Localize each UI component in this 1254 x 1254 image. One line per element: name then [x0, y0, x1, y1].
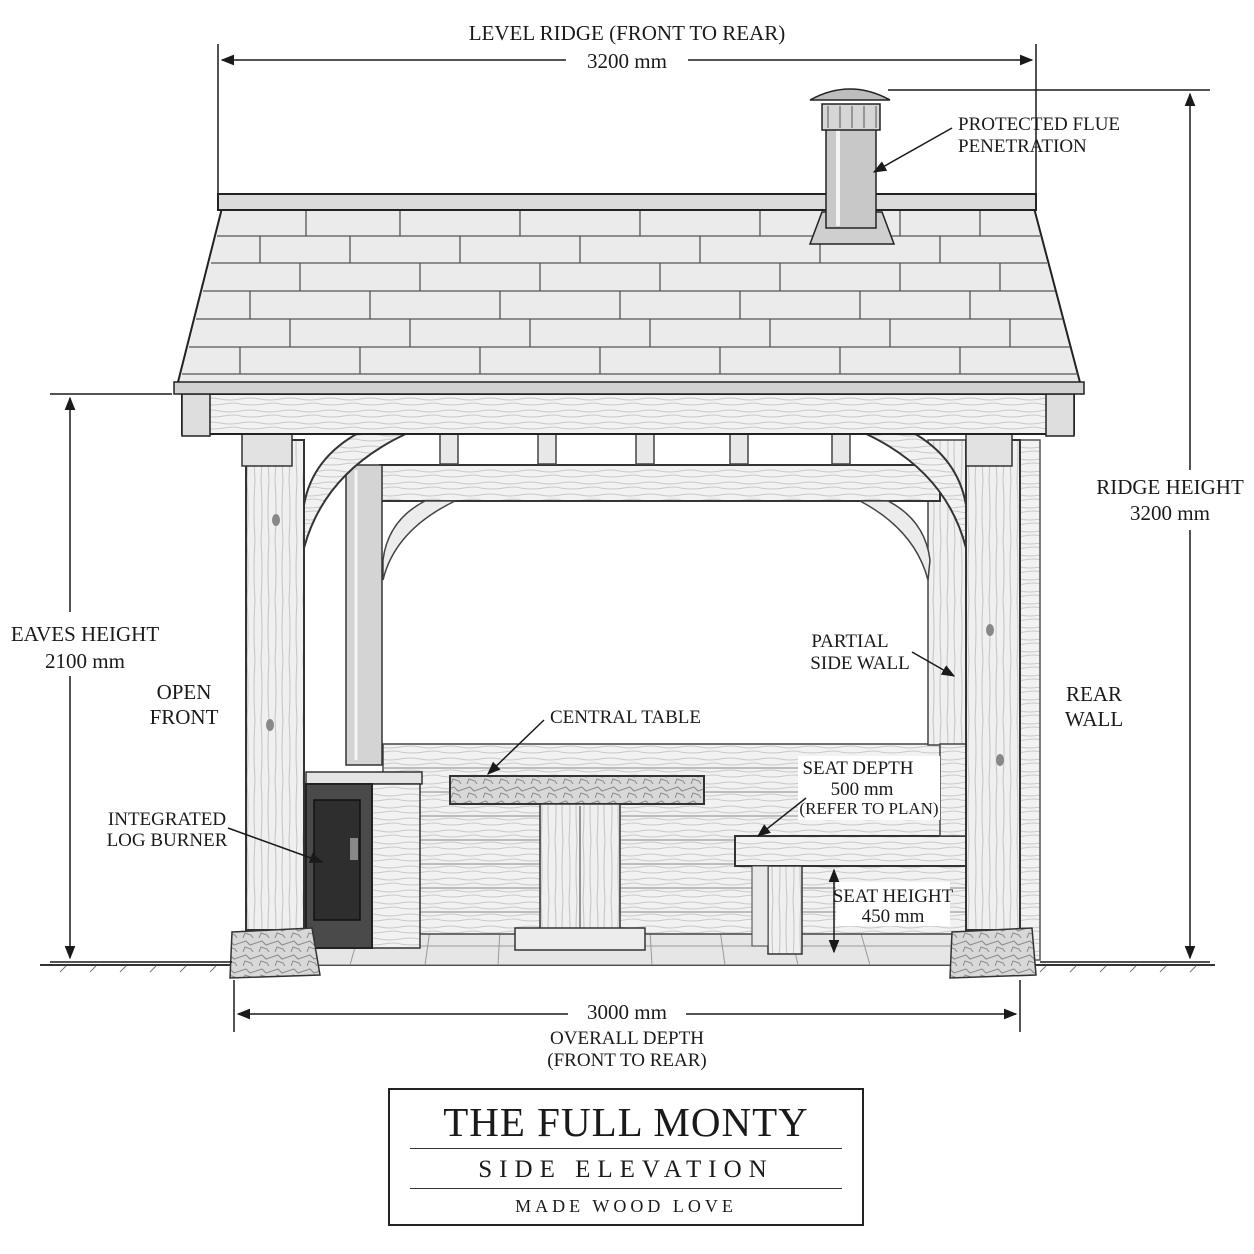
- top-dimension-value: 3200 mm: [587, 49, 667, 73]
- flue-callout-line1: PROTECTED FLUE: [958, 114, 1120, 135]
- chimney-flue: [808, 88, 896, 245]
- log-burner: [305, 771, 423, 949]
- open-front-label-line1: OPEN: [157, 680, 212, 704]
- ridge-height-value: 3200 mm: [1130, 501, 1210, 525]
- flue-pipe: [345, 464, 383, 766]
- dimension-ridge-height: [888, 89, 1210, 963]
- central-table: [449, 775, 705, 951]
- depth-label: OVERALL DEPTH: [550, 1028, 704, 1049]
- burner-callout-line1: INTEGRATED: [108, 809, 226, 830]
- tie-beam: [379, 464, 941, 502]
- ground-hatching: [59, 965, 1197, 973]
- partial-wall-callout-line1: PARTIAL: [811, 631, 888, 652]
- burner-leader: [227, 827, 324, 863]
- dimension-eaves-height: [50, 393, 232, 963]
- rear-post-head: [965, 429, 1013, 467]
- seat-depth-leader: [756, 797, 807, 837]
- roof-edge-board: [173, 381, 1085, 395]
- seat-height-label: SEAT HEIGHT: [833, 886, 954, 907]
- wall-plate: [181, 393, 1075, 435]
- open-front-label-line2: FRONT: [150, 705, 219, 729]
- flue-leader: [872, 127, 953, 173]
- padstone-front: [229, 927, 321, 979]
- drawing-title: THE FULL MONTY: [443, 1099, 809, 1145]
- table-leader: [487, 719, 545, 775]
- depth-value: 3000 mm: [587, 1000, 667, 1024]
- bench-seat: [734, 743, 969, 955]
- eaves-height-value: 2100 mm: [45, 649, 125, 673]
- dimension-depth: [233, 980, 1021, 1032]
- ridge-height-label: RIDGE HEIGHT: [1096, 475, 1244, 499]
- rear-wall-cladding: [1017, 439, 1041, 961]
- rear-wall-label-line2: WALL: [1065, 707, 1123, 731]
- rear-wall-label-line1: REAR: [1066, 682, 1122, 706]
- eaves-height-label: EAVES HEIGHT: [11, 622, 160, 646]
- shingle-courses: [182, 208, 1078, 375]
- seat-depth-label-bg: [798, 756, 940, 820]
- seat-height-value: 450 mm: [862, 906, 925, 927]
- plate-end-left: [181, 393, 211, 437]
- ridge-board: [217, 193, 1037, 211]
- flue-callout-line2: PENETRATION: [958, 136, 1087, 157]
- table-callout: CENTRAL TABLE: [550, 707, 701, 728]
- rafter-ends: [439, 431, 851, 465]
- roof-shingles: [174, 207, 1084, 391]
- brand-name: MADE WOOD LOVE: [515, 1196, 737, 1216]
- dimension-top: [217, 44, 1037, 194]
- seat-depth-callout-line3: (REFER TO PLAN): [799, 799, 938, 818]
- depth-label-sub: (FRONT TO REAR): [547, 1050, 706, 1071]
- padstone-rear: [949, 927, 1037, 979]
- seat-height-label-bg: [836, 882, 950, 926]
- top-dimension-label: LEVEL RIDGE (FRONT TO REAR): [469, 21, 786, 45]
- rear-brace-right: [859, 500, 931, 581]
- seat-depth-callout-line2: 500 mm: [831, 779, 894, 800]
- title-divider: [410, 1148, 842, 1149]
- front-post-head: [241, 429, 293, 467]
- drawing-subtitle: SIDE ELEVATION: [478, 1156, 774, 1183]
- partial-wall-label-bg: [808, 628, 916, 676]
- partial-wall-callout-line2: SIDE WALL: [810, 653, 909, 674]
- title-block: THE FULL MONTY SIDE ELEVATION MADE WOOD …: [388, 1088, 864, 1226]
- seat-depth-callout-line1: SEAT DEPTH: [802, 758, 913, 779]
- plate-end-right: [1045, 393, 1075, 437]
- title-divider-lower: [410, 1188, 842, 1189]
- rear-brace-left: [382, 500, 456, 581]
- front-post: [245, 439, 305, 931]
- burner-callout-line2: LOG BURNER: [107, 830, 228, 851]
- partial-wall-leader: [911, 651, 956, 677]
- rear-post: [965, 439, 1021, 931]
